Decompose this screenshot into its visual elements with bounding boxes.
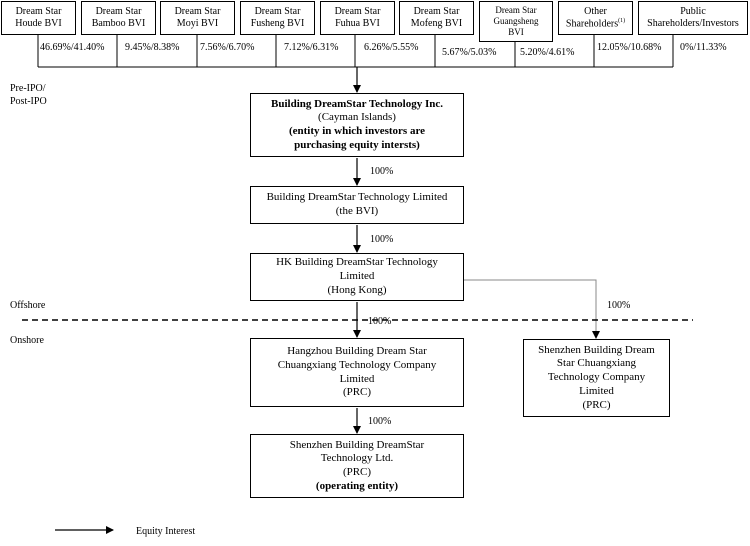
pct-cayman-bvi: 100%	[370, 166, 394, 177]
operating-entity-box: Shenzhen Building DreamStar Technology L…	[250, 434, 464, 498]
pct-bvi-hk: 100%	[370, 234, 394, 245]
pct-houde: 46.69%/41.40%	[40, 42, 105, 53]
pct-fusheng: 7.12%/6.31%	[284, 42, 339, 53]
hangzhou-entity-box: Hangzhou Building Dream Star Chuangxiang…	[250, 338, 464, 407]
pct-hk-shenzhen: 100%	[607, 300, 631, 311]
shareholder-mofeng-box: Dream Star Mofeng BVI	[399, 1, 474, 35]
pct-public: 0%/11.33%	[680, 42, 727, 53]
onshore-label: Onshore	[10, 335, 44, 346]
shareholder-public-box: Public Shareholders/Investors	[638, 1, 748, 35]
shareholder-bamboo-box: Dream Star Bamboo BVI	[81, 1, 156, 35]
cayman-entity-box: Building DreamStar Technology Inc. (Caym…	[250, 93, 464, 157]
pct-bamboo: 9.45%/8.38%	[125, 42, 180, 53]
bvi-entity-box: Building DreamStar Technology Limited (t…	[250, 186, 464, 224]
legend-label: Equity Interest	[136, 526, 196, 537]
pct-mofeng: 5.67%/5.03%	[442, 47, 497, 58]
pct-guangsheng: 5.20%/4.61%	[520, 47, 575, 58]
shenzhen-bd-entity-box: Shenzhen Building Dream Star Chuangxiang…	[523, 339, 670, 417]
shareholder-moyi-box: Dream Star Moyi BVI	[160, 1, 235, 35]
pct-other: 12.05%/10.68%	[597, 42, 662, 53]
pct-moyi: 7.56%/6.70%	[200, 42, 255, 53]
pct-fuhua: 6.26%/5.55%	[364, 42, 419, 53]
pct-hk-hangzhou: 100%	[368, 316, 392, 327]
shareholder-bracket	[37, 35, 674, 68]
shareholder-fusheng-box: Dream Star Fusheng BVI	[240, 1, 315, 35]
shareholder-fuhua-box: Dream Star Fuhua BVI	[320, 1, 395, 35]
arrow-hk-shenzhen	[464, 279, 600, 339]
offshore-label: Offshore	[10, 300, 46, 311]
shareholder-guangsheng-box: Dream Star Guangsheng BVI	[479, 1, 553, 42]
hk-entity-box: HK Building DreamStar Technology Limited…	[250, 253, 464, 301]
pct-hangzhou-ops: 100%	[368, 416, 392, 427]
shareholder-other-box: Other Shareholders(1)	[558, 1, 633, 35]
shareholder-houde-box: Dream Star Houde BVI	[1, 1, 76, 35]
pre-post-ipo-label: Pre-IPO/ Post-IPO	[10, 83, 47, 107]
